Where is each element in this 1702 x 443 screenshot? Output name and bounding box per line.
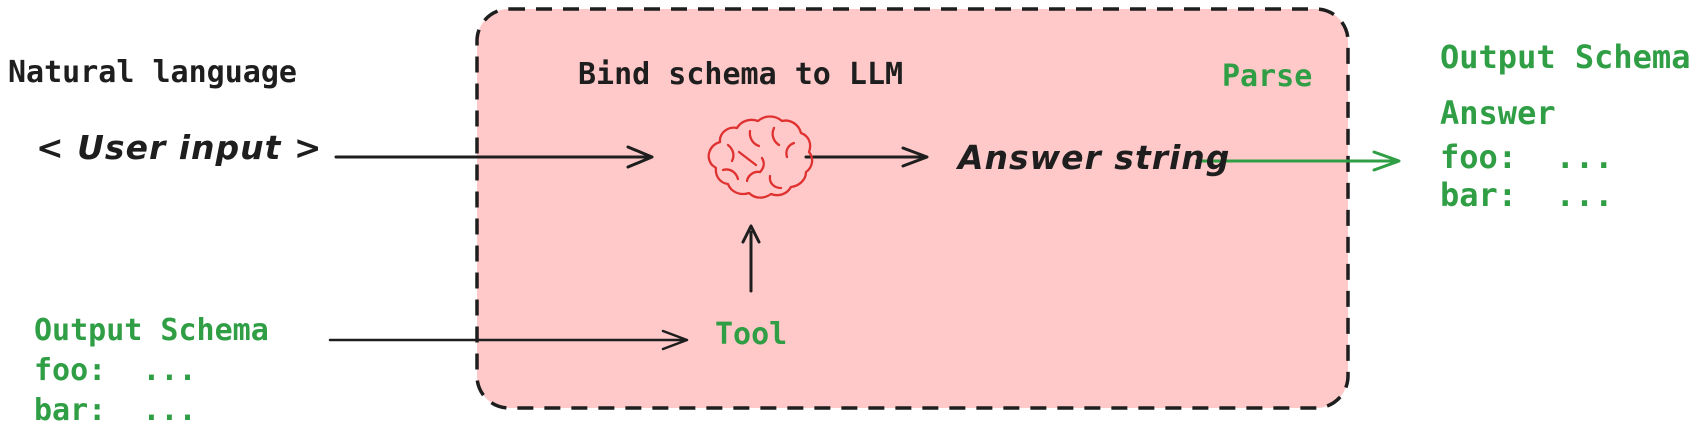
right-schema-foo: foo: ... — [1440, 138, 1614, 176]
arrow-parse-output — [1195, 150, 1401, 172]
left-output-schema-title: Output Schema — [34, 313, 269, 348]
arrow-user-input-to-llm — [334, 145, 654, 169]
user-input-text: < User input > — [36, 128, 323, 167]
left-schema-foo: foo: ... — [34, 353, 197, 388]
llm-binding-box — [475, 7, 1350, 410]
tool-label: Tool — [715, 317, 788, 352]
right-schema-answer: Answer — [1440, 94, 1556, 132]
natural-language-label: Natural language — [8, 55, 297, 90]
arrow-tool-to-llm — [741, 224, 761, 293]
left-schema-bar: bar: ... — [34, 393, 197, 428]
right-schema-bar: bar: ... — [1440, 176, 1614, 214]
arrow-llm-to-answer — [804, 146, 929, 168]
right-output-schema-title: Output Schema — [1440, 38, 1691, 76]
answer-string-text: Answer string — [958, 138, 1231, 177]
parse-label: Parse — [1222, 59, 1313, 94]
arrow-schema-to-tool — [328, 329, 689, 351]
brain-icon — [707, 115, 814, 199]
bind-schema-title: Bind schema to LLM — [578, 57, 904, 92]
